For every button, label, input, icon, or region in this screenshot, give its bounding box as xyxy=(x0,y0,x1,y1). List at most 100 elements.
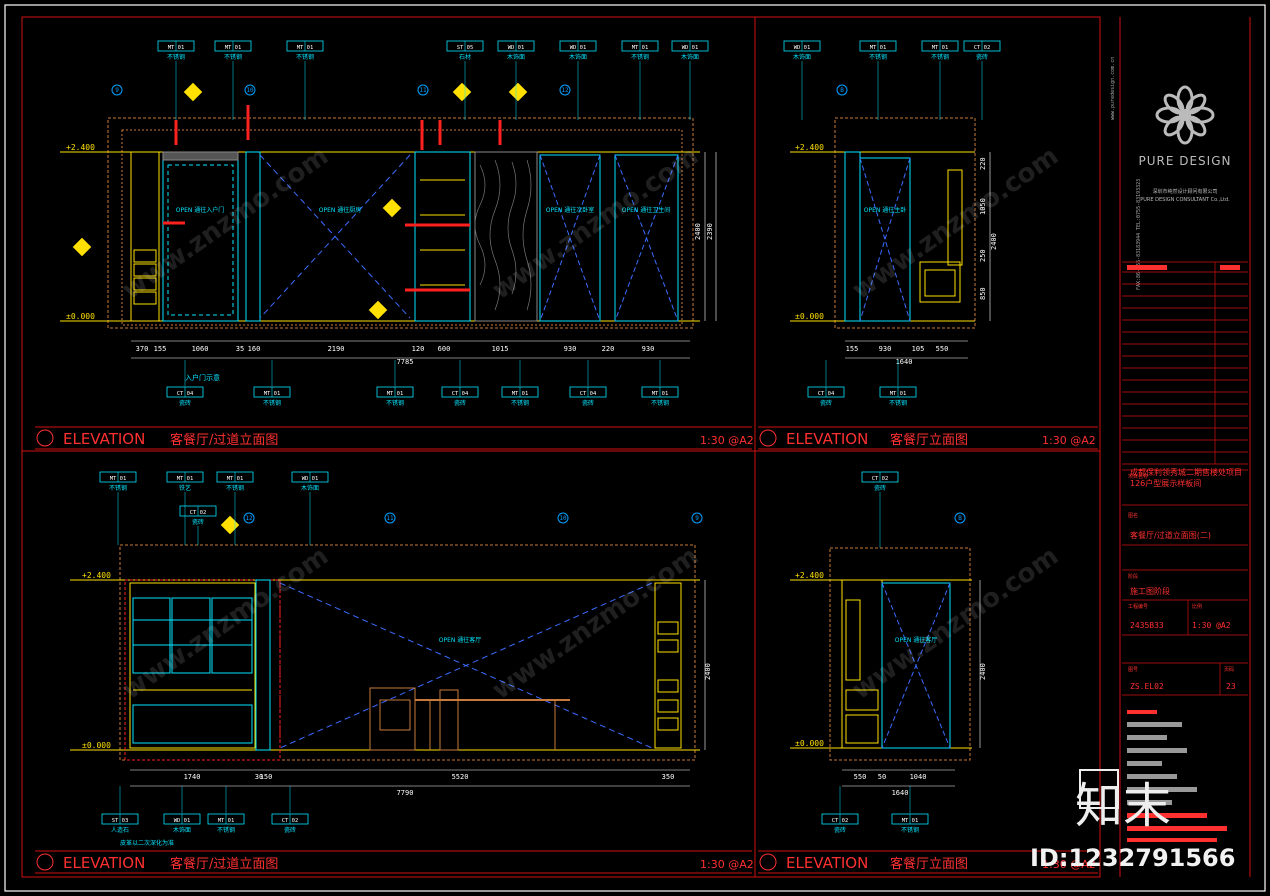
axis-label: 12 xyxy=(245,515,253,522)
material-code: MT 01 xyxy=(902,818,919,824)
elevation-2: +2.400 ±0.000 B OPEN 通往主卧 155 930 105 55… xyxy=(790,84,998,366)
axis-label: 9 xyxy=(695,515,699,522)
material-label: 瓷砖 xyxy=(874,484,886,492)
material-label: 瓷砖 xyxy=(284,826,296,834)
height-dimension: 850 xyxy=(979,287,987,300)
material-label: 不锈钢 xyxy=(217,826,235,834)
title-bar-1: ELEVATION 客餐厅/过道立面图 1:30 @A2 xyxy=(35,426,754,450)
elevation-title-cn: 客餐厅/过道立面图 xyxy=(170,856,278,872)
elevation-scale: 1:30 @A2 xyxy=(700,858,754,871)
height-dimension: 2400 xyxy=(979,663,987,680)
height-dimension: 250 xyxy=(979,249,987,262)
stage: 施工图阶段 xyxy=(1130,586,1170,596)
dimension: 930 xyxy=(642,345,655,353)
dimension: 155 xyxy=(154,345,167,353)
watermark-site-text: www.znzmo.com xyxy=(117,141,334,306)
material-code: ST 05 xyxy=(457,45,474,51)
height-dimension: 2400 xyxy=(694,223,702,240)
open-label: OPEN 通往卫生间 xyxy=(622,206,671,214)
material-code: CT 02 xyxy=(974,45,991,51)
project-no: 2435B33 xyxy=(1130,621,1164,630)
material-label: 不锈钢 xyxy=(631,53,649,61)
dimension: 1015 xyxy=(492,345,509,353)
material-tag: MT 01 不锈钢 xyxy=(891,786,929,834)
total-dimension: 7785 xyxy=(397,358,414,366)
material-label: 不锈钢 xyxy=(869,53,887,61)
dimension: 600 xyxy=(438,345,451,353)
drawing-no: ZS.EL02 xyxy=(1130,682,1164,691)
watermark-site-text: www.znzmo.com xyxy=(847,541,1064,706)
height-dimension: 1050 xyxy=(979,198,987,215)
level-floor: ±0.000 xyxy=(795,739,824,748)
open-label: OPEN 通往入户门 xyxy=(176,206,225,214)
dimension: 1060 xyxy=(192,345,209,353)
watermark-brand: 知末 xyxy=(1075,778,1171,834)
elevation-title-en: ELEVATION xyxy=(63,854,145,872)
dimension: 155 xyxy=(846,345,859,353)
material-label: 不锈钢 xyxy=(109,484,127,492)
material-code: MT 01 xyxy=(890,391,907,397)
axis-label: B xyxy=(958,515,962,522)
material-label: 瓷砖 xyxy=(820,399,832,407)
material-label: 木饰面 xyxy=(173,826,191,834)
dimension: 1740 xyxy=(184,773,201,781)
material-code: MT 01 xyxy=(387,391,404,397)
material-code: MT 01 xyxy=(932,45,949,51)
total-dimension: 7790 xyxy=(397,789,414,797)
axis-label: 9 xyxy=(115,87,119,94)
dimension: 105 xyxy=(912,345,925,353)
height-dimension: 220 xyxy=(979,157,987,170)
watermark-logo-icon xyxy=(1079,769,1119,809)
material-label: 瓷砖 xyxy=(192,518,204,526)
material-label: 不锈钢 xyxy=(511,399,529,407)
axis-label: 11 xyxy=(386,515,394,522)
material-tag: MT 01 不锈钢 xyxy=(859,40,897,120)
elevation-title-en: ELEVATION xyxy=(63,430,145,448)
watermark: 知末 ID:1232791566 www.znzmo.com www.znzmo… xyxy=(117,141,1236,872)
open-label: OPEN 通往次卧室 xyxy=(546,206,595,214)
material-label: 人造石 xyxy=(111,826,129,834)
elevation-scale: 1:30 @A2 xyxy=(1042,858,1096,871)
watermark-site-text: www.znzmo.com xyxy=(487,141,704,306)
material-code: CT 02 xyxy=(872,476,889,482)
material-label: 不锈钢 xyxy=(901,826,919,834)
height-dimension: 2390 xyxy=(706,223,714,240)
material-label: 石材 xyxy=(459,53,471,61)
material-label: 不锈钢 xyxy=(296,53,314,61)
material-code: MT 01 xyxy=(870,45,887,51)
level-floor: ±0.000 xyxy=(795,312,824,321)
level-ceiling: +2.400 xyxy=(66,143,95,152)
field-label: 工程编号 xyxy=(1128,603,1148,610)
material-code: MT 01 xyxy=(652,391,669,397)
drawing-frame xyxy=(21,16,1101,878)
sheet-border xyxy=(4,4,1266,892)
axis-label: 11 xyxy=(419,87,427,94)
axis-label: 10 xyxy=(559,515,567,522)
dimension: 550 xyxy=(936,345,949,353)
field-label: 图号 xyxy=(1128,667,1138,673)
company-fax: FAX:86-755-83183944 xyxy=(1136,233,1142,290)
material-code: MT 01 xyxy=(177,476,194,482)
material-label: 不锈钢 xyxy=(386,399,404,407)
material-label: 瓷砖 xyxy=(454,399,466,407)
elevation-scale: 1:30 @A2 xyxy=(700,434,754,447)
dimension: 550 xyxy=(854,773,867,781)
material-code: MT 01 xyxy=(227,476,244,482)
material-label: 瓷砖 xyxy=(179,399,191,407)
